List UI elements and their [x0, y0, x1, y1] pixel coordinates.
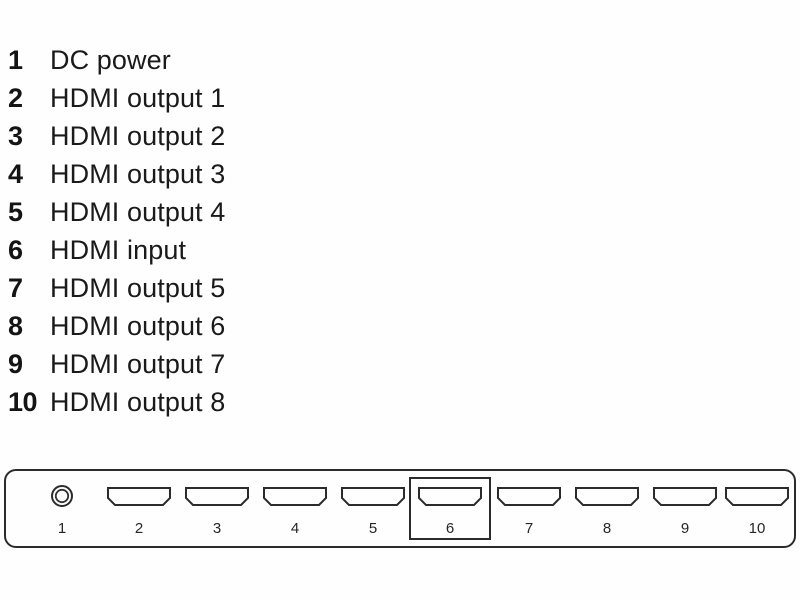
- panel-callout-7: 7: [525, 520, 533, 537]
- legend-item: 9 HDMI output 7: [0, 345, 800, 383]
- panel-callout-10: 10: [749, 520, 766, 537]
- rear-panel-diagram: 1 2 3 4 5 6 7 8 9 10: [0, 455, 800, 565]
- panel-callout-2: 2: [135, 520, 143, 537]
- legend-item-label: HDMI output 7: [50, 349, 226, 379]
- hdmi-port-icon: [341, 487, 405, 506]
- legend-item-number: 6: [8, 235, 23, 265]
- legend-item-label: HDMI input: [50, 235, 187, 265]
- legend-item: 10 HDMI output 8: [0, 383, 800, 421]
- legend-item-number: 8: [8, 311, 23, 341]
- legend-item-number: 9: [8, 349, 23, 379]
- hdmi-port-icon: [418, 487, 482, 506]
- legend-item: 1 DC power: [0, 41, 800, 79]
- legend-item-label: DC power: [50, 45, 171, 75]
- legend-item-number: 4: [8, 159, 23, 189]
- panel-callout-1: 1: [58, 520, 66, 537]
- legend-item-label: HDMI output 5: [50, 273, 226, 303]
- legend-item-label: HDMI output 8: [50, 387, 226, 417]
- legend-item-label: HDMI output 6: [50, 311, 226, 341]
- panel-callout-8: 8: [603, 520, 611, 537]
- highlight-box-port-6: [409, 477, 491, 540]
- legend-item: 2 HDMI output 1: [0, 79, 800, 117]
- legend-item: 5 HDMI output 4: [0, 193, 800, 231]
- panel-callout-3: 3: [213, 520, 221, 537]
- hdmi-port-icon: [653, 487, 717, 506]
- legend-list: 1 DC power 2 HDMI output 1 3 HDMI output…: [0, 41, 800, 421]
- dc-power-jack-icon: [51, 485, 73, 507]
- hdmi-port-icon: [185, 487, 249, 506]
- panel-callout-6: 6: [446, 520, 454, 537]
- legend-item: 6 HDMI input: [0, 231, 800, 269]
- hdmi-port-icon: [725, 487, 789, 506]
- legend-item: 8 HDMI output 6: [0, 307, 800, 345]
- legend-item-number: 5: [8, 197, 23, 227]
- legend-item: 3 HDMI output 2: [0, 117, 800, 155]
- legend-item-number: 2: [8, 83, 23, 113]
- legend-item-number: 1: [8, 45, 23, 75]
- legend-item-number: 3: [8, 121, 23, 151]
- hdmi-port-icon: [263, 487, 327, 506]
- hdmi-port-icon: [497, 487, 561, 506]
- panel-callout-5: 5: [369, 520, 377, 537]
- legend-item: 7 HDMI output 5: [0, 269, 800, 307]
- panel-callout-9: 9: [681, 520, 689, 537]
- legend-item-label: HDMI output 1: [50, 83, 226, 113]
- legend-item: 4 HDMI output 3: [0, 155, 800, 193]
- legend-item-label: HDMI output 2: [50, 121, 226, 151]
- legend-item-number: 10: [8, 387, 38, 417]
- legend-item-label: HDMI output 4: [50, 197, 226, 227]
- legend-item-number: 7: [8, 273, 23, 303]
- panel-outline: [4, 469, 796, 548]
- panel-callout-4: 4: [291, 520, 299, 537]
- legend-item-label: HDMI output 3: [50, 159, 226, 189]
- hdmi-port-icon: [107, 487, 171, 506]
- hdmi-port-icon: [575, 487, 639, 506]
